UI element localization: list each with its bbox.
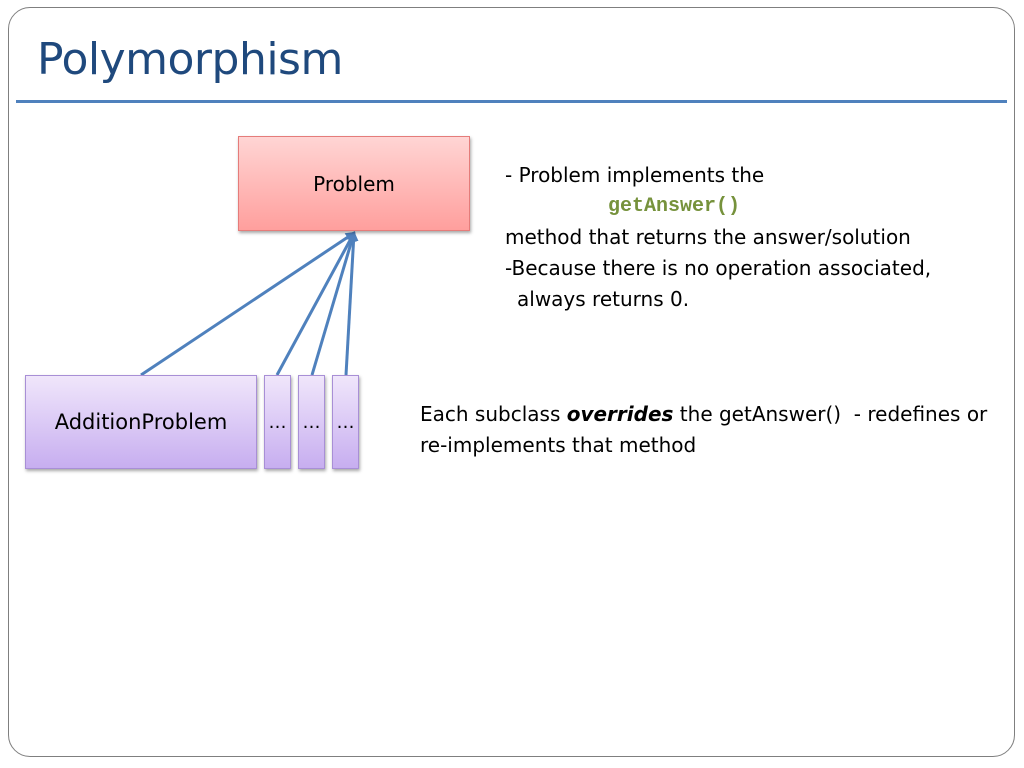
problem-description: - Problem implements the getAnswer() met… (505, 160, 995, 315)
arrow-child2-to-problem (275, 231, 356, 376)
subclass-label: … (268, 411, 287, 433)
override-emphasis: overrides (566, 402, 674, 426)
arrow-child4-to-problem (344, 231, 359, 376)
subclass-label: … (336, 411, 355, 433)
override-line-1: Each subclass overrides the getAnswer() … (420, 399, 1010, 430)
description-line: - Problem implements the (505, 163, 765, 187)
addition-problem-box: AdditionProblem (25, 375, 257, 469)
title-underline (16, 100, 1007, 103)
subclass-box: … (332, 375, 359, 469)
addition-problem-label: AdditionProblem (54, 410, 228, 434)
description-line: always returns 0. (517, 287, 690, 311)
override-suffix: the getAnswer() - redefines or (673, 402, 988, 426)
problem-class-label: Problem (313, 171, 395, 196)
problem-class-box: Problem (238, 136, 470, 231)
slide-title: Polymorphism (37, 34, 343, 85)
override-description: Each subclass overrides the getAnswer() … (420, 399, 1010, 461)
description-line: method that returns the answer/solution (505, 225, 911, 249)
method-name-code: getAnswer() (608, 195, 741, 218)
subclass-label: … (302, 411, 321, 433)
description-line: -Because there is no operation associate… (505, 256, 932, 280)
arrow-addition-to-problem (140, 231, 356, 377)
subclass-box: … (264, 375, 291, 469)
arrow-child3-to-problem (310, 231, 357, 376)
override-prefix: Each subclass (420, 402, 567, 426)
subclass-box: … (298, 375, 325, 469)
override-line-2: re-implements that method (420, 433, 697, 457)
